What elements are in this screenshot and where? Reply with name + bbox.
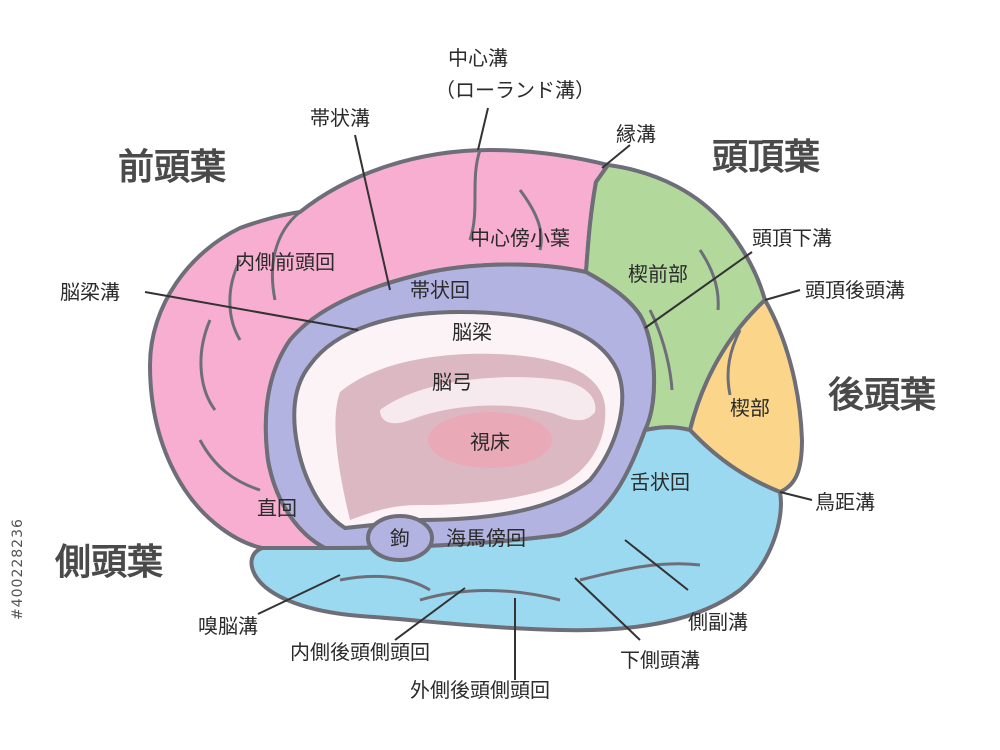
label-parieto-occipital-sulcus: 頭頂後頭溝 [805, 278, 905, 302]
lobe-frontal: 前頭葉 [118, 147, 227, 190]
lobe-occipital-text: 後頭葉 [828, 375, 937, 416]
label-olfactory-sulcus: 嗅脳溝 [198, 614, 258, 638]
label-cingulate-sulcus: 帯状溝 [310, 106, 370, 130]
label-marginal-sulcus: 縁溝 [616, 122, 656, 146]
sulci-lines [198, 149, 742, 602]
label-medial-frontal-gyrus: 内側前頭回 [235, 250, 335, 274]
label-thalamus: 視床 [470, 430, 510, 454]
label-parietal-subsulcus: 頭頂下溝 [752, 226, 832, 250]
label-uncus: 鉤 [390, 526, 410, 550]
lobe-parietal: 頭頂葉 [712, 137, 821, 180]
fornix-shape [380, 377, 596, 424]
label-paracentral-lobule: 中心傍小葉 [470, 226, 570, 250]
label-cuneus: 楔部 [730, 396, 770, 420]
uncus-shape [366, 514, 434, 562]
lobe-temporal-text: 側頭葉 [55, 542, 164, 583]
label-central-sulcus-sub: （ローランド溝） [435, 78, 595, 102]
lobe-temporal: 側頭葉 [55, 542, 164, 585]
stock-id-watermark: #400228236 [10, 518, 26, 620]
lobe-occipital: 後頭葉 [828, 375, 937, 418]
label-inferior-temporal-sulcus: 下側頭溝 [620, 648, 700, 672]
thalamus-core [428, 412, 552, 468]
label-corpus-callosum: 脳梁 [452, 320, 492, 344]
lobe-frontal-text: 前頭葉 [118, 147, 227, 188]
label-collateral-sulcus: 側副溝 [688, 610, 748, 634]
label-parahippocampal-gyrus: 海馬傍回 [446, 526, 526, 550]
lobe-parietal-text: 頭頂葉 [712, 137, 821, 178]
label-fornix: 脳弓 [432, 370, 472, 394]
label-calcarine-sulcus: 鳥距溝 [815, 490, 875, 514]
label-callosal-sulcus: 脳梁溝 [60, 280, 120, 304]
label-lingual-gyrus: 舌状回 [630, 470, 690, 494]
label-gyrus-rectus: 直回 [257, 496, 297, 520]
leader-lines [144, 107, 813, 680]
label-cingulate-gyrus: 帯状回 [410, 278, 470, 302]
label-medial-occipitotemporal-gyrus: 内側後頭側頭回 [290, 640, 430, 664]
label-lateral-occipitotemporal-gyrus: 外側後頭側頭回 [410, 678, 550, 702]
label-precuneus: 楔前部 [628, 262, 688, 286]
label-central-sulcus: 中心溝 [448, 46, 508, 70]
